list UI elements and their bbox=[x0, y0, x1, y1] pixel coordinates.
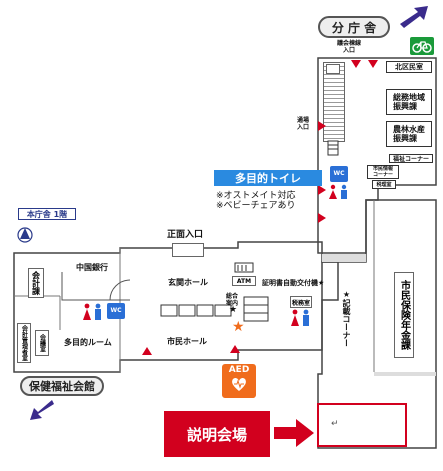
general-info-label: 総合 案内 bbox=[226, 293, 239, 307]
bank-wall bbox=[61, 272, 131, 301]
annex-side-entrance-label: 通場 入口 bbox=[297, 117, 310, 131]
record-corner-label: ★記載コーナー bbox=[341, 290, 352, 349]
venue-arrow-icon bbox=[274, 419, 314, 447]
entrance-arrow-annex-1 bbox=[351, 60, 361, 68]
toilet-person-icon bbox=[329, 184, 347, 199]
main-entrance-door bbox=[172, 243, 204, 257]
corridor-toilet-icon bbox=[291, 309, 309, 326]
accounting-manager-room: 会計管理者室 bbox=[17, 323, 31, 363]
norin-room: 農林水産 振興課 bbox=[386, 121, 432, 147]
multipurpose-room-label: 多目的ルーム bbox=[64, 338, 112, 347]
aed-heart-icon: AED bbox=[222, 364, 256, 398]
baby-chair-note: ※ベビーチェアあり bbox=[216, 201, 296, 211]
aed-location-star: ★ bbox=[232, 319, 245, 335]
ostomate-note: ※オストメイト対応 bbox=[216, 191, 296, 201]
atm-box: ATM bbox=[232, 276, 256, 286]
venue-room: ↵ bbox=[317, 403, 407, 447]
aed-label: AED bbox=[228, 365, 250, 375]
arrow-down-left-icon bbox=[30, 400, 54, 420]
meeting-room: 会議室 bbox=[35, 330, 49, 356]
main-floor-label: 本庁舎 1階 bbox=[18, 208, 76, 220]
main-entrance-label: 正面入口 bbox=[167, 230, 204, 240]
info-counter bbox=[243, 296, 269, 322]
accounting-room: 会計課 bbox=[28, 268, 44, 298]
atm-machine-icon bbox=[234, 262, 254, 273]
kita-chiku-room: 北区民室 bbox=[386, 61, 432, 73]
hall-benches bbox=[160, 304, 232, 317]
reception-room: 税理室 bbox=[372, 180, 396, 189]
entrance-arrow-annex-side bbox=[318, 121, 326, 131]
multipurpose-toilet-banner: 多目的トイレ bbox=[214, 170, 322, 186]
accounting-manager-label: 会計管理者室 bbox=[20, 325, 28, 361]
accounting-label: 会計課 bbox=[31, 271, 41, 295]
meeting-label: 会議室 bbox=[38, 334, 46, 352]
entrance-arrow-right-hall bbox=[230, 345, 240, 353]
annex-building-label: 分 庁 舎 bbox=[318, 16, 390, 38]
venue-room-mark: ↵ bbox=[331, 419, 339, 429]
entrance-arrow-annex-mid bbox=[318, 185, 326, 195]
venue-label: 説明会場 bbox=[186, 425, 247, 444]
entrance-arrow-annex-2 bbox=[368, 60, 378, 68]
entrance-arrow-left-hall bbox=[142, 347, 152, 355]
entrance-hall-label: 玄関ホール bbox=[168, 278, 208, 287]
main-wheelchair-icon: WC bbox=[107, 303, 125, 319]
annex-stairs bbox=[323, 62, 345, 142]
wheelchair-toilet-icon: WC bbox=[330, 166, 348, 182]
annex-elevator bbox=[326, 64, 340, 74]
compass-icon bbox=[17, 227, 33, 243]
pension-section-room: 市民保険年金課 bbox=[394, 272, 414, 358]
annex-staff-entrance-label: 議会棟線 入口 bbox=[337, 40, 362, 54]
fukushi-corner: 福祉コーナー bbox=[389, 154, 433, 163]
citizen-hall-label: 市民ホール bbox=[167, 337, 207, 346]
certificate-machine-label: 証明書自動交付機★ bbox=[262, 279, 325, 287]
tax-room: 税務室 bbox=[290, 296, 312, 308]
entrance-arrow-main-right bbox=[318, 213, 326, 223]
pension-label: 市民保険年金課 bbox=[398, 280, 410, 350]
info-corner: 市民情報 コーナー bbox=[367, 165, 399, 179]
arrow-up-right-icon bbox=[400, 6, 428, 28]
record-corner-text: ★記載コーナー bbox=[342, 290, 351, 347]
bank-label: 中国銀行 bbox=[76, 263, 108, 272]
star-icon: ★ bbox=[229, 305, 238, 315]
elevator-icon bbox=[327, 140, 339, 156]
main-toilet-icon bbox=[83, 303, 101, 320]
bicycle-icon bbox=[410, 37, 434, 55]
welfare-building-label: 保健福祉会館 bbox=[20, 376, 104, 396]
venue-label-box: 説明会場 bbox=[164, 411, 270, 457]
sogo-chiiki-room: 総務地域 振興課 bbox=[386, 89, 432, 115]
